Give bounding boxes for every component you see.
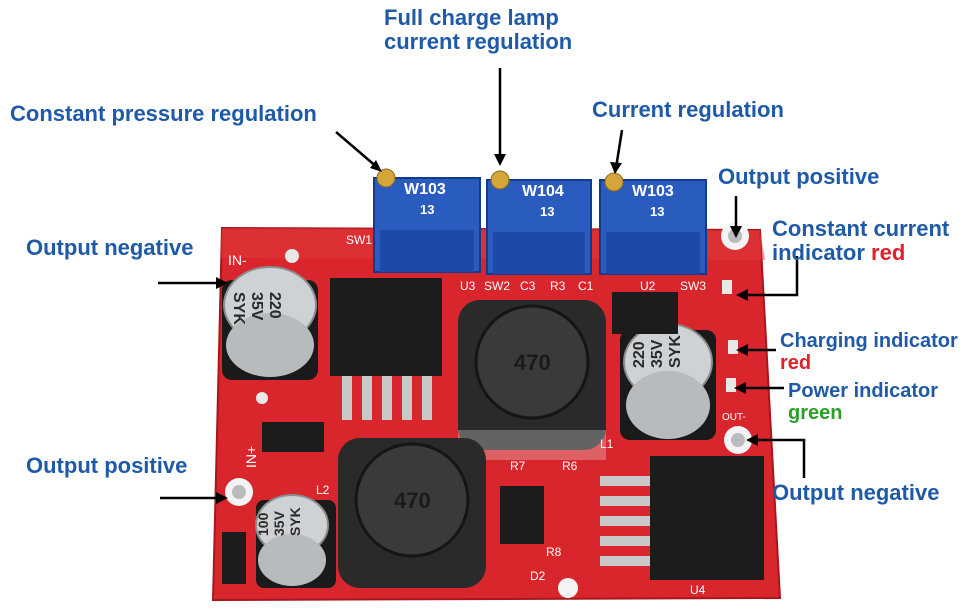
cap3-voltage: 35V bbox=[271, 510, 287, 536]
silk-r3: R3 bbox=[550, 279, 566, 293]
pot1-label: W103 bbox=[404, 181, 446, 198]
led-power bbox=[726, 378, 736, 392]
silk-d2: D2 bbox=[530, 569, 546, 583]
silk-u2: U2 bbox=[640, 279, 656, 293]
label-power-indicator-line1: Power indicator bbox=[788, 380, 939, 402]
led-constant-current bbox=[722, 280, 732, 294]
label-output-negative-left: Output negative bbox=[26, 235, 194, 260]
label-constant-pressure: Constant pressure regulation bbox=[10, 101, 317, 126]
arrow-constant-pressure bbox=[335, 131, 379, 169]
cap1-value: 220 bbox=[266, 292, 283, 319]
silk-in-minus: IN- bbox=[228, 252, 247, 268]
diode-d2 bbox=[500, 486, 544, 544]
silk-c1: C1 bbox=[578, 279, 594, 293]
cap2-voltage: 35V bbox=[649, 339, 666, 368]
silk-in-plus: IN+ bbox=[243, 446, 259, 468]
silk-sw2: SW2 bbox=[484, 279, 510, 293]
silk-u4: U4 bbox=[690, 583, 706, 597]
label-charging-indicator: Charging indicator red bbox=[780, 330, 958, 374]
silk-r6: R6 bbox=[562, 459, 578, 473]
label-constant-current-line2: indicator bbox=[772, 240, 865, 265]
inductor-top bbox=[458, 300, 606, 460]
label-power-indicator: Power indicator green bbox=[788, 380, 938, 424]
label-output-negative-right: Output negative bbox=[772, 480, 940, 505]
capacitor-top-left bbox=[222, 266, 318, 380]
arrow-current-regulation bbox=[614, 129, 624, 169]
silk-r8: R8 bbox=[546, 545, 562, 559]
pot2-label: W104 bbox=[522, 183, 564, 200]
label-output-positive-top: Output positive bbox=[718, 164, 880, 189]
pot2-sub: 13 bbox=[540, 204, 554, 219]
potentiometer-2 bbox=[486, 170, 592, 275]
inductor-bottom-value: 470 bbox=[394, 488, 431, 513]
cap3-value: 100 bbox=[255, 512, 271, 536]
pot3-label: W103 bbox=[632, 183, 674, 200]
silk-sw1: SW1 bbox=[346, 233, 372, 247]
silk-sw3: SW3 bbox=[680, 279, 706, 293]
mount-hole-bottom bbox=[558, 578, 578, 598]
silk-r7: R7 bbox=[510, 459, 526, 473]
label-constant-current: Constant current indicator red bbox=[772, 217, 949, 265]
arrow-constant-current bbox=[742, 256, 799, 297]
cap1-voltage: 35V bbox=[248, 292, 265, 321]
label-full-charge-line1: Full charge lamp bbox=[384, 5, 559, 30]
cap2-value: 220 bbox=[631, 341, 648, 368]
label-full-charge-line2: current regulation bbox=[384, 29, 573, 54]
label-constant-current-color: red bbox=[871, 240, 906, 265]
label-power-indicator-color: green bbox=[788, 402, 843, 424]
arrow-output-negative-right bbox=[752, 438, 806, 478]
label-full-charge: Full charge lamp current regulation bbox=[384, 6, 572, 54]
pot1-sub: 13 bbox=[420, 202, 434, 217]
potentiometer-3 bbox=[599, 172, 707, 275]
silk-c3: C3 bbox=[520, 279, 536, 293]
diode-bottom-left bbox=[222, 532, 246, 584]
pot3-sub: 13 bbox=[650, 204, 664, 219]
label-charging-indicator-color: red bbox=[780, 352, 812, 374]
silk-u3: U3 bbox=[460, 279, 476, 293]
silk-l2: L2 bbox=[316, 483, 330, 497]
silk-out-minus: OUT- bbox=[722, 412, 746, 423]
label-output-positive-left: Output positive bbox=[26, 453, 188, 478]
label-constant-current-line1: Constant current bbox=[772, 216, 950, 241]
inductor-top-value: 470 bbox=[514, 350, 551, 375]
regulator-ic-right bbox=[600, 456, 764, 580]
cap2-brand: SYK bbox=[667, 335, 684, 368]
capacitor-right bbox=[620, 323, 716, 440]
capacitor-bottom-left bbox=[255, 494, 336, 588]
silk-l1: L1 bbox=[600, 437, 614, 451]
cap3-brand: SYK bbox=[287, 507, 303, 536]
ic-u2 bbox=[612, 292, 678, 334]
regulator-ic-left bbox=[330, 278, 442, 420]
inductor-bottom bbox=[338, 438, 486, 588]
cap1-brand: SYK bbox=[230, 292, 247, 325]
label-charging-indicator-line1: Charging indicator bbox=[780, 330, 958, 352]
label-current-regulation: Current regulation bbox=[592, 97, 784, 122]
led-charging bbox=[728, 340, 738, 354]
potentiometer-1 bbox=[373, 168, 481, 273]
diode-left bbox=[262, 422, 324, 452]
